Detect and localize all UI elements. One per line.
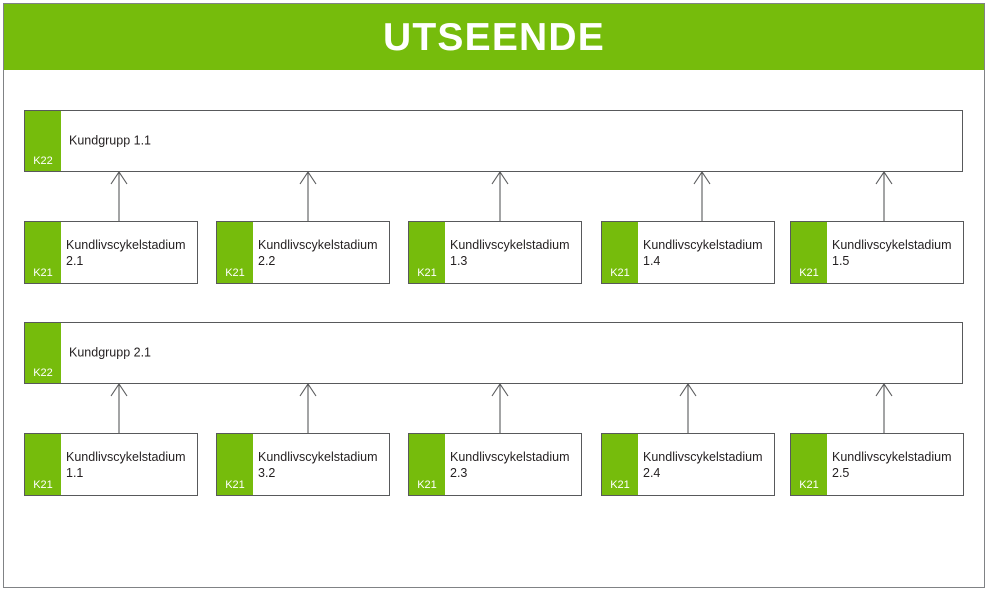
stage-1-4-label: Kundlivscykelstadium 1.4 [643,238,763,268]
stage-2-4-label: Kundlivscykelstadium 2.4 [643,450,763,480]
page-title: UTSEENDE [383,15,605,59]
stage-2-2-code-tab: K21 [217,434,253,495]
group-box-2[interactable]: K22 Kundgrupp 2.1 [24,322,963,384]
stage-1-2-label: Kundlivscykelstadium 2.2 [258,238,378,268]
stage-box-1-1[interactable]: K21 Kundlivscykelstadium 2.1 [24,221,198,284]
stage-1-4-code: K21 [610,267,630,279]
stage-box-2-3[interactable]: K21 Kundlivscykelstadium 2.3 [408,433,582,496]
connector-group2-child3 [491,383,509,434]
stage-2-4-code: K21 [610,479,630,491]
stage-2-5-label: Kundlivscykelstadium 2.5 [832,450,952,480]
connector-group2-child4 [679,383,697,434]
stage-1-3-code-tab: K21 [409,222,445,283]
group-1-code: K22 [33,155,53,167]
stage-2-2-label: Kundlivscykelstadium 3.2 [258,450,378,480]
stage-1-1-code: K21 [33,267,53,279]
connector-group1-child2 [299,171,317,222]
stage-box-1-5[interactable]: K21 Kundlivscykelstadium 1.5 [790,221,964,284]
connector-group1-child1 [110,171,128,222]
stage-2-5-code-tab: K21 [791,434,827,495]
stage-1-3-label: Kundlivscykelstadium 1.3 [450,238,570,268]
stage-2-3-code: K21 [417,479,437,491]
group-2-code: K22 [33,367,53,379]
connector-group2-child5 [875,383,893,434]
stage-box-2-2[interactable]: K21 Kundlivscykelstadium 3.2 [216,433,390,496]
stage-box-2-4[interactable]: K21 Kundlivscykelstadium 2.4 [601,433,775,496]
connector-group2-child2 [299,383,317,434]
header-banner: UTSEENDE [4,4,984,70]
connector-group1-child5 [875,171,893,222]
stage-2-1-code-tab: K21 [25,434,61,495]
stage-1-3-code: K21 [417,267,437,279]
stage-2-4-code-tab: K21 [602,434,638,495]
stage-2-1-code: K21 [33,479,53,491]
group-1-code-tab: K22 [25,111,61,171]
stage-1-4-code-tab: K21 [602,222,638,283]
stage-2-2-code: K21 [225,479,245,491]
group-1-label: Kundgrupp 1.1 [69,133,152,148]
stage-1-2-code-tab: K21 [217,222,253,283]
connector-group2-child1 [110,383,128,434]
stage-1-5-label: Kundlivscykelstadium 1.5 [832,238,952,268]
stage-box-1-2[interactable]: K21 Kundlivscykelstadium 2.2 [216,221,390,284]
stage-1-1-label: Kundlivscykelstadium 2.1 [66,238,186,268]
stage-box-2-5[interactable]: K21 Kundlivscykelstadium 2.5 [790,433,964,496]
group-2-code-tab: K22 [25,323,61,383]
stage-box-1-3[interactable]: K21 Kundlivscykelstadium 1.3 [408,221,582,284]
stage-1-2-code: K21 [225,267,245,279]
stage-1-5-code-tab: K21 [791,222,827,283]
stage-2-5-code: K21 [799,479,819,491]
connector-group1-child4 [693,171,711,222]
stage-box-1-4[interactable]: K21 Kundlivscykelstadium 1.4 [601,221,775,284]
stage-2-1-label: Kundlivscykelstadium 1.1 [66,450,186,480]
stage-1-1-code-tab: K21 [25,222,61,283]
group-box-1[interactable]: K22 Kundgrupp 1.1 [24,110,963,172]
stage-2-3-code-tab: K21 [409,434,445,495]
stage-box-2-1[interactable]: K21 Kundlivscykelstadium 1.1 [24,433,198,496]
stage-2-3-label: Kundlivscykelstadium 2.3 [450,450,570,480]
stage-1-5-code: K21 [799,267,819,279]
connector-group1-child3 [491,171,509,222]
group-2-label: Kundgrupp 2.1 [69,345,152,360]
